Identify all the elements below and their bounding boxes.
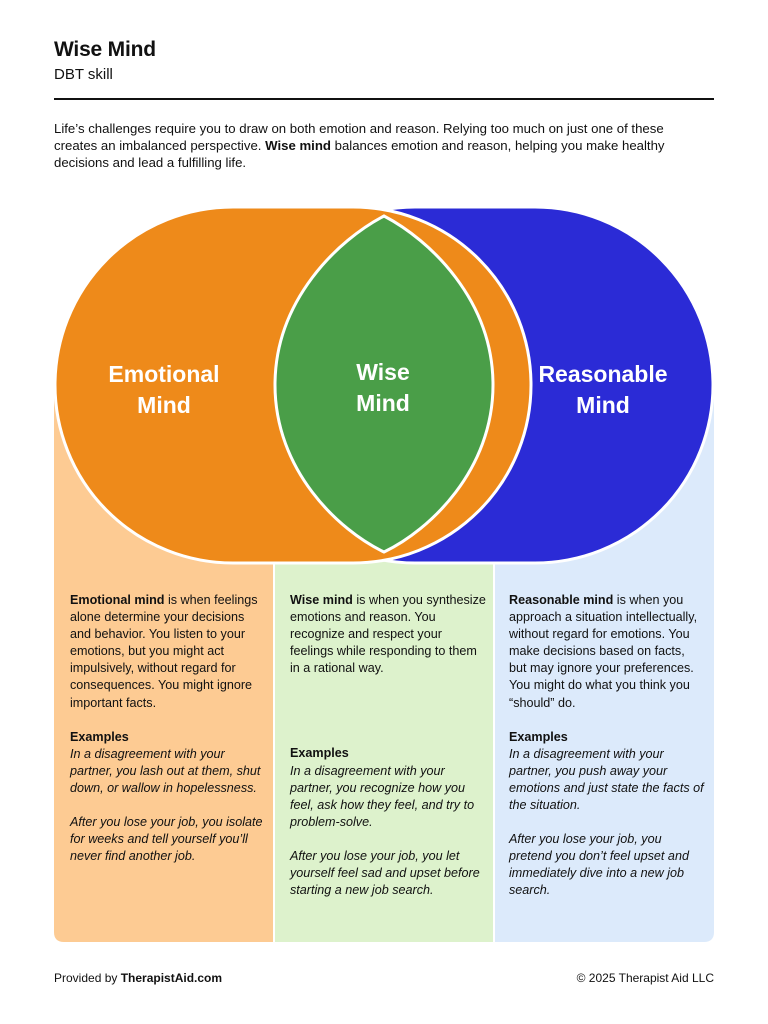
intro-text-end: balances emotion and reason, helping you… [54, 138, 665, 170]
intro-text-start: Life’s challenges require you to draw on… [54, 121, 664, 153]
wise-example-2: After you lose your job, you let yoursel… [290, 848, 480, 898]
footer-provided-by: Provided by TherapistAid.com [54, 971, 222, 985]
reasonable-mind-term: Reasonable mind [509, 593, 614, 607]
emotional-example-1: In a disagreement with your partner, you… [70, 746, 261, 795]
reasonable-mind-definition: Reasonable mind is when you approach a s… [509, 592, 705, 712]
emotional-mind-definition: Emotional mind is when feelings alone de… [70, 592, 266, 712]
reasonable-example-1: In a disagreement with your partner, you… [509, 746, 704, 813]
wise-mind-term: Wise mind [290, 593, 353, 607]
header-divider [54, 98, 714, 100]
wise-mind-definition: Wise mind is when you synthesize emotion… [290, 592, 486, 677]
intro-bold-term: Wise mind [265, 138, 331, 153]
page-subtitle: DBT skill [54, 66, 113, 83]
footer-brand-link[interactable]: TherapistAid.com [120, 971, 223, 985]
wise-mind-definition-text: is when you synthesize emotions and reas… [290, 593, 486, 676]
reasonable-mind-column: Reasonable mind is when you approach a s… [509, 592, 705, 900]
wise-examples-heading: Examples [290, 746, 349, 761]
emotional-mind-definition-text: is when feelings alone determine your de… [70, 593, 258, 710]
reasonable-example-2: After you lose your job, you pretend you… [509, 832, 689, 898]
intro-paragraph: Life’s challenges require you to draw on… [54, 120, 704, 171]
emotional-mind-term: Emotional mind [70, 593, 165, 607]
emotional-example-2: After you lose your job, you isolate for… [70, 815, 263, 864]
emotional-mind-column: Emotional mind is when feelings alone de… [70, 592, 266, 865]
footer-copyright: © 2025 Therapist Aid LLC [576, 971, 714, 985]
page-title: Wise Mind [54, 38, 156, 61]
emotional-examples-heading: Examples [70, 729, 129, 744]
wise-example-1: In a disagreement with your partner, you… [290, 763, 475, 829]
reasonable-examples-heading: Examples [509, 729, 568, 744]
wise-mind-column: Wise mind is when you synthesize emotion… [290, 592, 486, 899]
wise-mind-shape[interactable] [273, 214, 495, 554]
footer-provided-prefix: Provided by [54, 971, 121, 985]
reasonable-mind-definition-text: is when you approach a situation intelle… [509, 593, 698, 710]
